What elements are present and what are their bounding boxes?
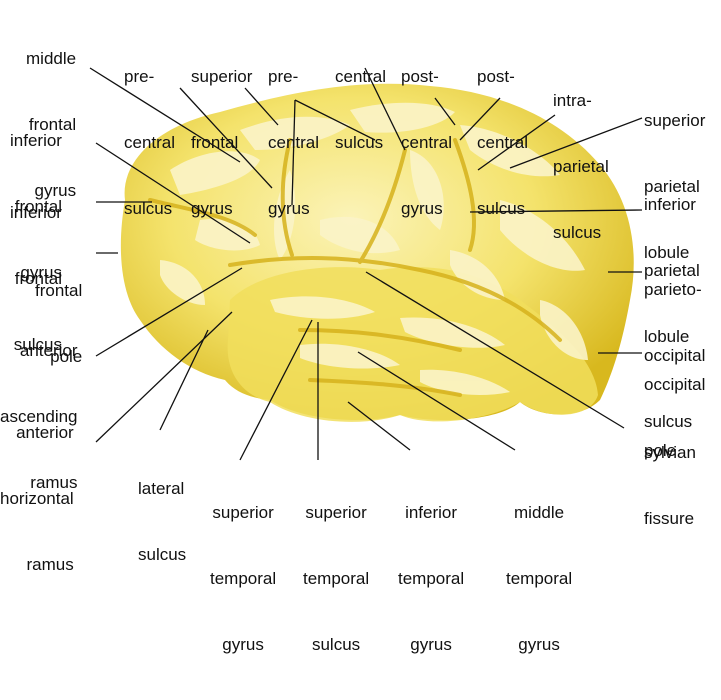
label-central-sulcus: central sulcus — [335, 22, 386, 198]
label-line: gyrus — [210, 634, 276, 656]
label-line: sulcus — [477, 198, 528, 220]
label-line: inferior — [10, 130, 62, 152]
label-line: sulcus — [124, 198, 175, 220]
label-line: sulcus — [553, 222, 609, 244]
label-line: temporal — [210, 568, 276, 590]
label-line: gyrus — [268, 198, 319, 220]
label-precentral-gyrus: pre- central gyrus — [268, 22, 319, 264]
label-line: gyrus — [191, 198, 252, 220]
label-anterior-horizontal-ramus: anterior horizontal ramus — [0, 378, 74, 620]
label-line: inferior — [10, 202, 62, 224]
label-line: central — [268, 132, 319, 154]
label-line: lateral — [138, 478, 186, 500]
label-intraparietal-sulcus: intra- parietal sulcus — [553, 46, 609, 288]
label-line: central — [335, 66, 386, 88]
label-postcentral-sulcus: post- central sulcus — [477, 22, 528, 264]
label-line: frontal — [191, 132, 252, 154]
label-line: sulcus — [138, 544, 186, 566]
label-superior-temporal-sulcus: superior temporal sulcus — [303, 458, 369, 700]
label-line: temporal — [303, 568, 369, 590]
label-superior-frontal-gyrus: superior frontal gyrus — [191, 22, 252, 264]
label-line: superior — [644, 110, 705, 132]
label-middle-temporal-gyrus: middle temporal gyrus — [506, 458, 572, 700]
label-sylvian-fissure: sylvian fissure — [644, 398, 696, 574]
label-line: post- — [477, 66, 528, 88]
label-line: gyrus — [401, 198, 452, 220]
label-line: inferior — [398, 502, 464, 524]
label-line: central — [124, 132, 175, 154]
label-line: fissure — [644, 508, 696, 530]
label-line: intra- — [553, 90, 609, 112]
label-line: post- — [401, 66, 452, 88]
label-line: horizontal — [0, 488, 74, 510]
label-line: occipital — [644, 374, 705, 396]
label-line: sulcus — [335, 132, 386, 154]
label-line: parieto- — [644, 279, 705, 301]
label-superior-temporal-gyrus: superior temporal gyrus — [210, 458, 276, 700]
label-line: anterior — [0, 340, 78, 362]
label-line: middle — [506, 502, 572, 524]
label-line: middle — [26, 48, 76, 70]
label-line: central — [401, 132, 452, 154]
label-inferior-temporal-gyrus: inferior temporal gyrus — [398, 458, 464, 700]
label-lateral-sulcus: lateral sulcus — [138, 434, 186, 610]
label-line: superior — [210, 502, 276, 524]
label-line: pre- — [124, 66, 175, 88]
label-line: temporal — [398, 568, 464, 590]
label-line: gyrus — [506, 634, 572, 656]
label-line: pre- — [268, 66, 319, 88]
label-line: ramus — [0, 554, 74, 576]
label-line: anterior — [0, 422, 74, 444]
label-line: parietal — [553, 156, 609, 178]
label-line: inferior — [644, 194, 700, 216]
label-postcentral-gyrus: post- central gyrus — [401, 22, 452, 264]
label-line: temporal — [506, 568, 572, 590]
label-precentral-sulcus: pre- central sulcus — [124, 22, 175, 264]
label-line: superior — [191, 66, 252, 88]
label-line: gyrus — [398, 634, 464, 656]
label-line: sulcus — [303, 634, 369, 656]
label-line: sylvian — [644, 442, 696, 464]
label-line: central — [477, 132, 528, 154]
brain-diagram: middle frontal gyrus pre- central sulcus… — [0, 0, 721, 528]
label-line: superior — [303, 502, 369, 524]
